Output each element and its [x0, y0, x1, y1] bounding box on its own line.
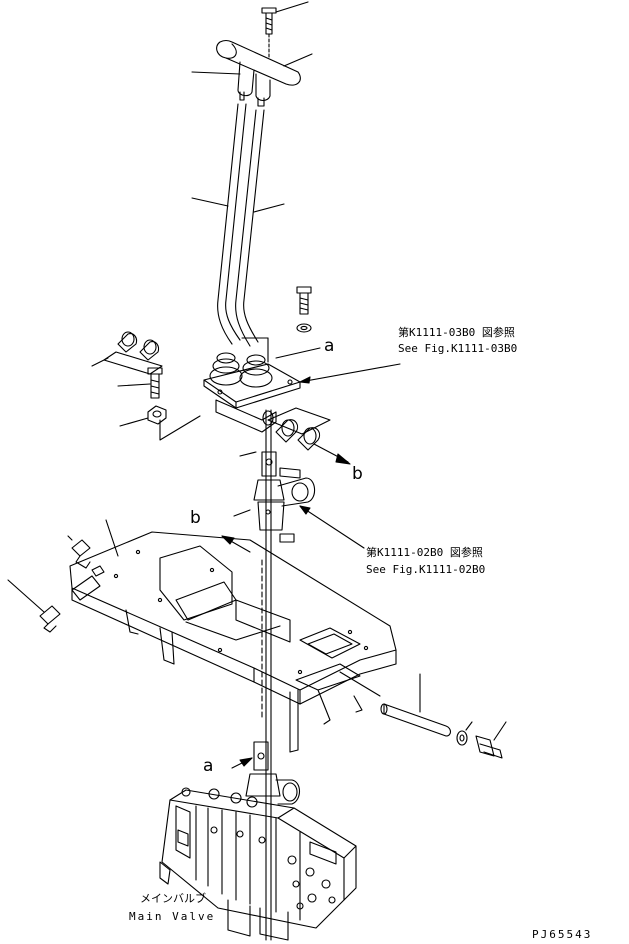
bushings-left [92, 332, 162, 374]
main-valve-en: Main Valve [129, 910, 216, 923]
lever-rods [192, 92, 284, 346]
sensor-fittings [8, 536, 90, 632]
ref-middle-jp: 第K1111-02B0 図参照 [366, 546, 483, 559]
lower-clevis [232, 742, 300, 804]
lever-base-assembly [204, 338, 320, 432]
clevis-assembly [234, 452, 364, 548]
bolt-left [118, 368, 162, 398]
callout-b-right: b [352, 464, 363, 484]
ref-middle-en: See Fig.K1111-02B0 [366, 563, 486, 576]
right-lever-rod [340, 672, 506, 758]
callout-a-top: a [324, 336, 335, 356]
b-arrow-head [222, 536, 234, 544]
callout-a-bottom: a [203, 756, 214, 776]
main-valve-jp: メインバルブ [140, 892, 206, 905]
central-rod [262, 410, 271, 940]
floor-frame [70, 520, 396, 752]
main-valve-block [160, 788, 356, 940]
drawing-code: PJ65543 [532, 928, 593, 941]
ref-upper-en: See Fig.K1111-03B0 [398, 342, 518, 355]
ref-upper-jp: 第K1111-03B0 図参照 [398, 326, 515, 339]
bolt-upper [297, 287, 311, 332]
nut-left [120, 406, 200, 440]
callout-b-mid: b [190, 508, 201, 528]
lever-grip [192, 41, 312, 101]
bushings-right [268, 408, 350, 464]
ref-upper-arrowhead [300, 377, 310, 383]
top-screw [262, 2, 308, 58]
ref-upper-leader [300, 364, 400, 382]
